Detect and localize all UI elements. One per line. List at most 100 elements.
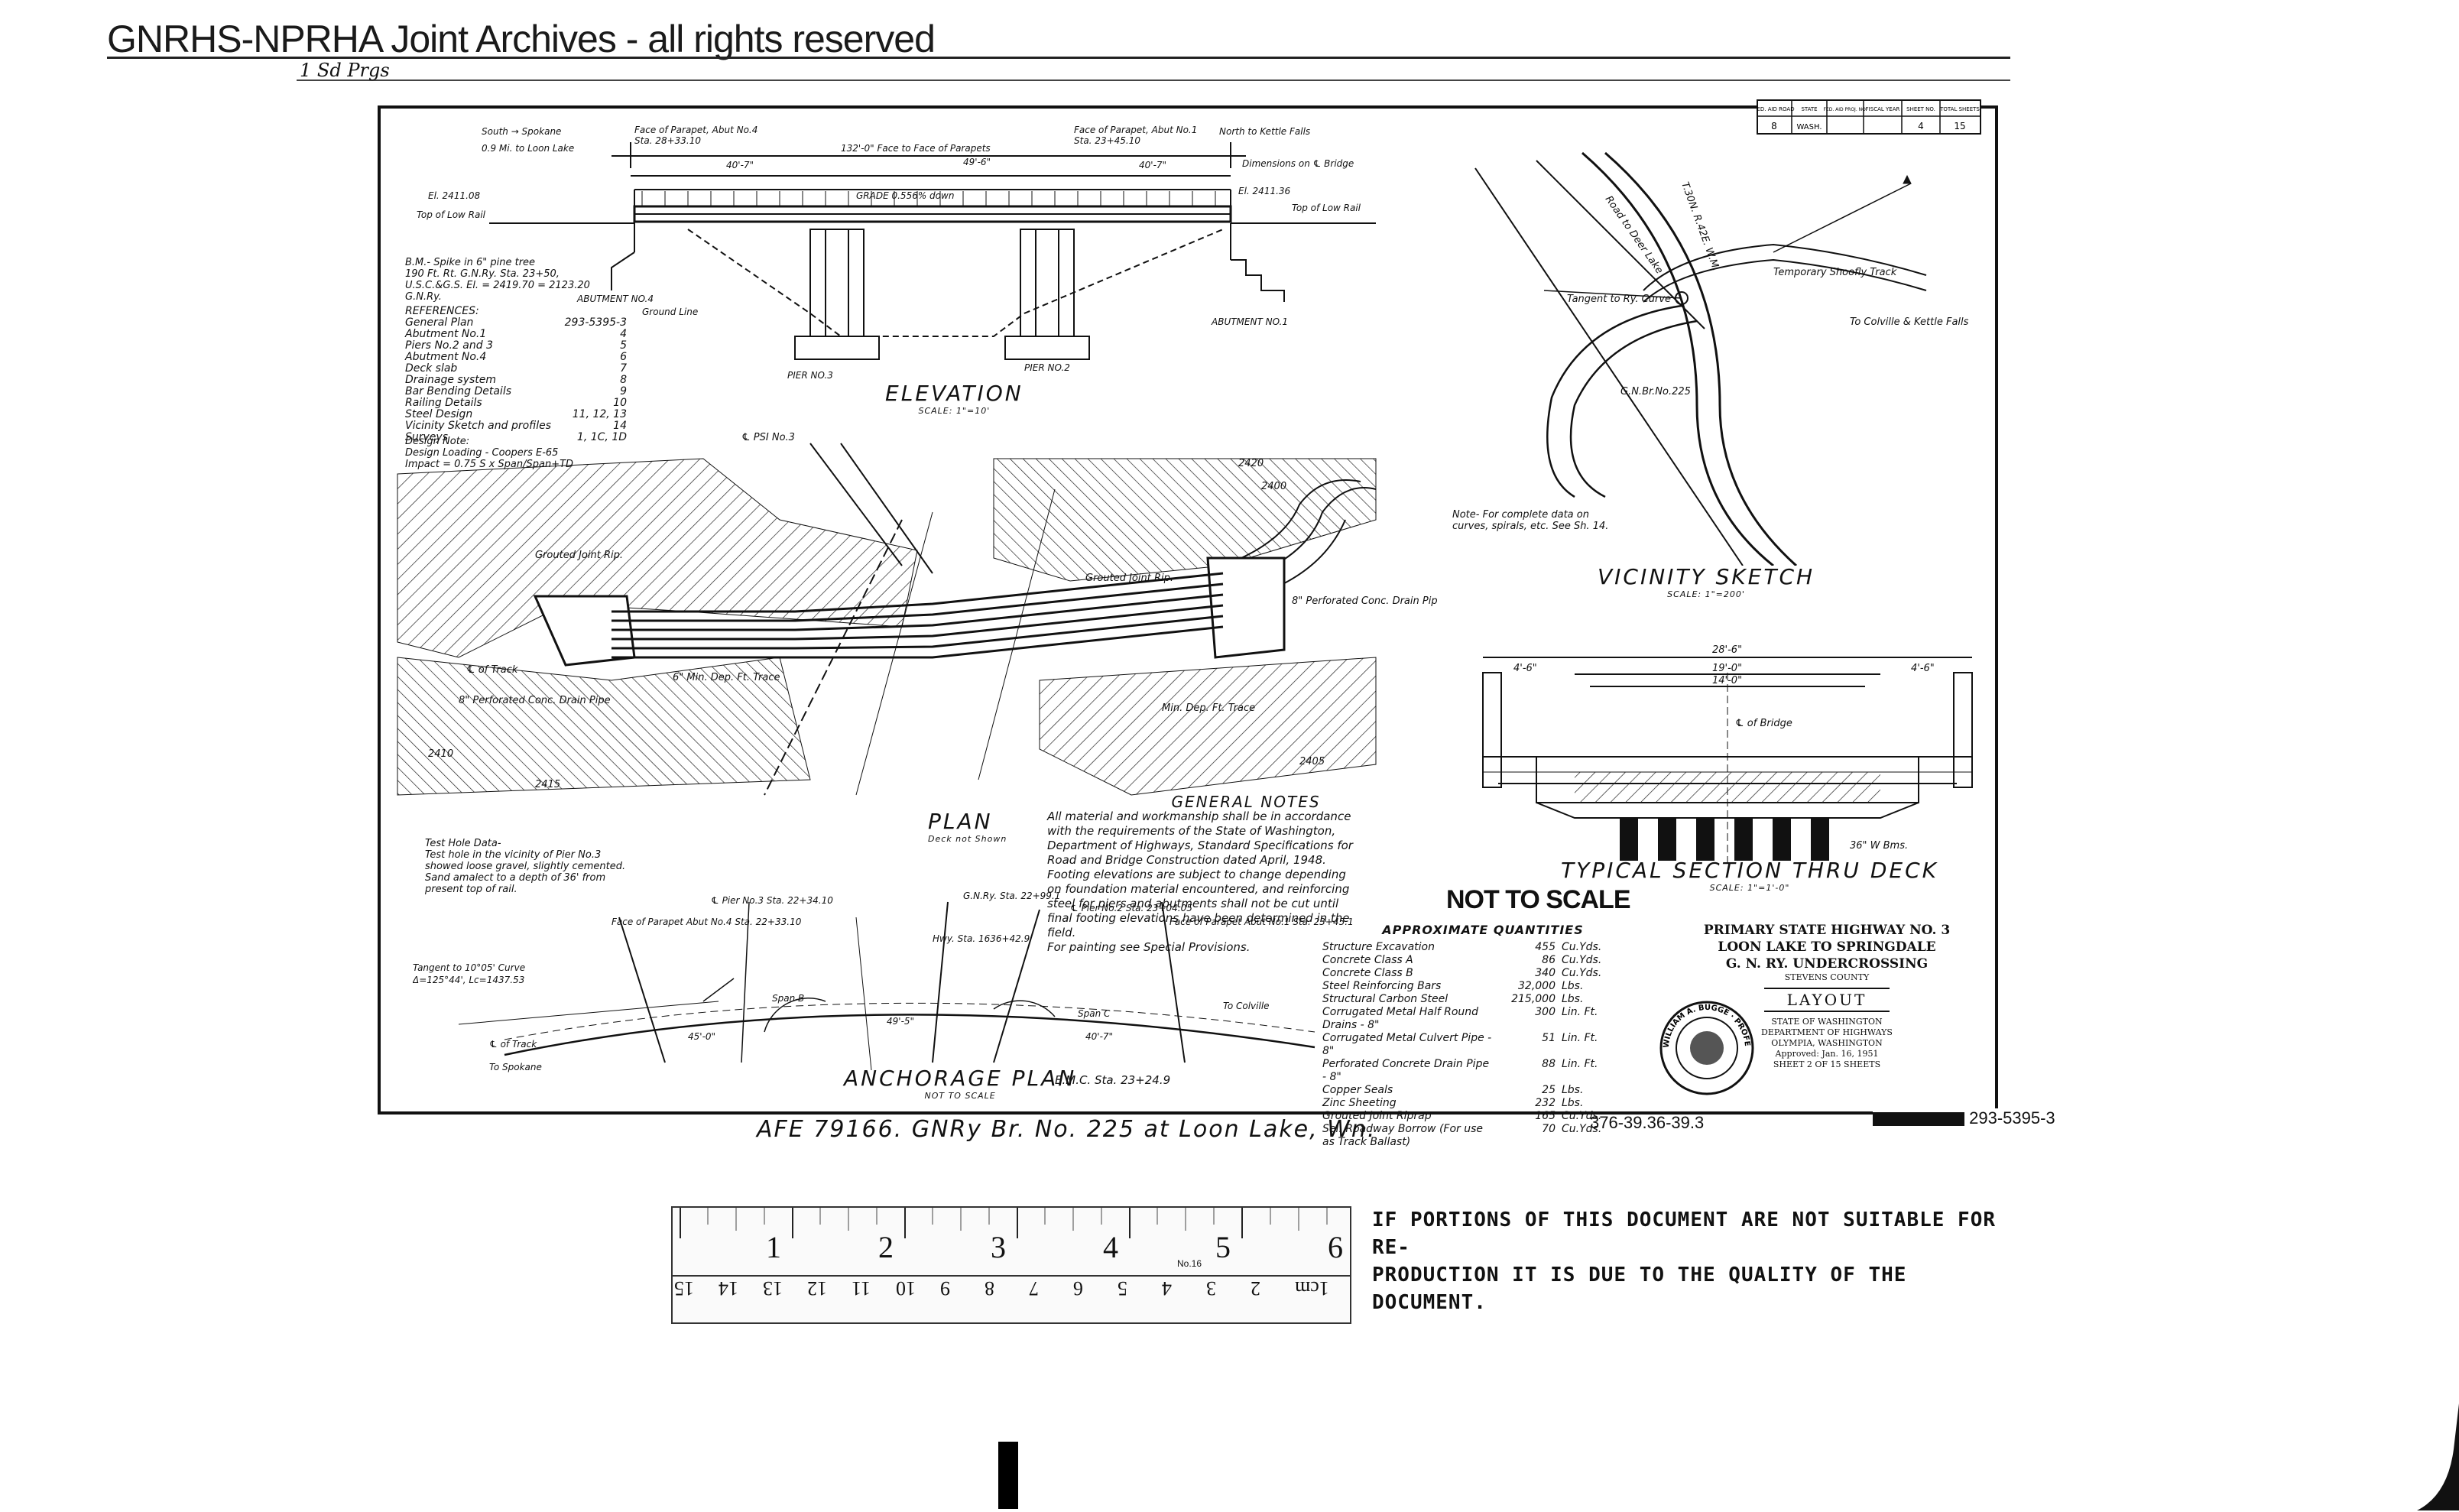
header-rule-secondary: [297, 79, 2010, 81]
section-cl: ℄ of Bridge: [1735, 718, 1792, 729]
handwritten-note: 1 Sd Prgs: [300, 60, 390, 81]
ruler-cm-scale: [673, 1275, 1350, 1324]
qty-item: Perforated Concrete Drain Pipe - 8": [1322, 1058, 1490, 1083]
references-title: REFERENCES:: [405, 305, 479, 317]
plan-drawing: Grouted Joint Rip. Grouted Joint Rip. ℄ …: [397, 432, 1437, 796]
vicinity-tangent: Tangent to Ry. Curve: [1567, 294, 1671, 305]
plan-drain-left: 8" Perforated Conc. Drain Pipe: [459, 695, 611, 706]
test-hole-line: Sand amalect to a depth of 36' from: [425, 872, 606, 884]
elev-abut4-label: ABUTMENT NO.4: [576, 294, 654, 304]
anchorage-title-text: ANCHORAGE PLAN: [844, 1066, 1077, 1091]
ruler-cm: 9: [940, 1277, 950, 1299]
fed-value-4: 4: [1918, 121, 1924, 131]
qty-item: Structure Excavation: [1322, 941, 1435, 953]
elev-pier3-label: PIER NO.3: [787, 370, 833, 381]
plan-grouted-left: Grouted Joint Rip.: [535, 550, 623, 561]
qty-unit: Lbs.: [1562, 1097, 1584, 1109]
ruler-cm: 12: [807, 1277, 827, 1299]
ruler-cm: 11: [852, 1277, 871, 1299]
fed-aid-table: FED. AID ROAD STATE FED. AID PROJ. NO. F…: [1757, 99, 1981, 135]
elev-dims-note: Dimensions on ℄ Bridge: [1242, 158, 1354, 169]
ruler-cm: 10: [896, 1277, 916, 1299]
ruler-inch: 6: [1328, 1230, 1343, 1264]
qty-unit: Cu.Yds.: [1562, 954, 1602, 966]
plan-contour-label: 2410: [428, 748, 453, 760]
ref-sheet: 7: [620, 362, 627, 375]
qty-unit: Cu.Yds.: [1562, 967, 1602, 979]
vicinity-note: Note- For complete data on curves, spira…: [1452, 509, 1609, 532]
qty-unit: Cu.Yds.: [1562, 941, 1602, 953]
sheet-number-text: 293-5395-3: [1969, 1108, 2055, 1128]
anch-span-b: Span B: [772, 993, 804, 1004]
ref-sheet: 8: [620, 374, 627, 386]
plan-psi-label: ℄ PSI No.3: [741, 432, 795, 443]
plan-contour-label: 2420: [1238, 458, 1264, 469]
title-city: OLYMPIA, WASHINGTON: [1771, 1038, 1883, 1048]
references-list: REFERENCES: General Plan 293-5395-3 Abutm…: [405, 306, 627, 443]
anch-hwy-sta: Hwy. Sta. 1636+42.9: [933, 933, 1030, 944]
ref-sheet: 9: [620, 385, 627, 397]
bm-line: U.S.C.&G.S. El. = 2419.70 = 2123.20: [405, 280, 590, 291]
ref-sheet: 293-5395-3: [564, 316, 627, 329]
anch-spokane: To Spokane: [489, 1062, 542, 1072]
section-left: 4'-6": [1513, 663, 1537, 674]
qty-item: Zinc Sheeting: [1322, 1097, 1397, 1109]
ref-sheet: 10: [613, 397, 627, 409]
quantity-row: Sel. Roadway Borrow (For use as Track Ba…: [1322, 1123, 1643, 1149]
ref-name: Railing Details: [405, 397, 482, 409]
qty-item: Copper Seals: [1322, 1084, 1393, 1096]
plan-title: PLAN Deck not Shown: [928, 809, 1007, 844]
test-hole-line: showed loose gravel, slightly cemented.: [425, 861, 626, 872]
title-dept: DEPARTMENT OF HIGHWAYS: [1761, 1027, 1893, 1037]
title-county: STEVENS COUNTY: [1784, 972, 1870, 982]
qty-value: 86: [1542, 954, 1556, 966]
ruler-cm: 7: [1029, 1277, 1039, 1299]
section-beams: 36" W Bms.: [1850, 840, 1908, 852]
reference-row: Railing Details 10: [405, 397, 627, 409]
note-line: For painting see Special Provisions.: [1047, 940, 1251, 954]
ruler-inch: 2: [878, 1230, 894, 1264]
title-approved: Approved: Jan. 16, 1951: [1775, 1049, 1879, 1059]
note-line: Department of Highways, Standard Specifi…: [1047, 839, 1353, 852]
ref-name: Steel Design: [405, 408, 473, 420]
elev-abut4-face: Face of Parapet, Abut No.4: [634, 125, 757, 135]
qty-value: 32,000: [1518, 980, 1556, 992]
qty-value: 232: [1535, 1097, 1556, 1109]
ruler-cm: 4: [1162, 1277, 1172, 1299]
elev-south-dist: 0.9 Mi. to Loon Lake: [482, 143, 574, 154]
title-sheet: SHEET 2 OF 15 SHEETS: [1773, 1059, 1881, 1069]
vicinity-sketch: T.30N. R.42E. W.M. Tangent to Ry. Curve …: [1474, 151, 1969, 566]
plan-contour-label: 2415: [535, 779, 560, 790]
disclaimer-line-1: IF PORTIONS OF THIS DOCUMENT ARE NOT SUI…: [1372, 1209, 1997, 1259]
ref-name: General Plan: [405, 316, 474, 329]
elev-abut4-sta: Sta. 28+33.10: [634, 135, 701, 146]
elev-top-rail-right: Top of Low Rail: [1292, 203, 1361, 213]
general-notes-title: GENERAL NOTES: [1171, 793, 1321, 811]
elev-top-rail-left: Top of Low Rail: [417, 209, 486, 220]
ruler-cm: 14: [719, 1277, 738, 1299]
engineer-seal: WILLIAM A. BUGGE · PROFESSIONAL ENGINEER: [1657, 998, 1754, 1095]
drawing-number: 376-39.36-39.3: [1590, 1113, 1705, 1132]
qty-item: Sel. Roadway Borrow (For use as Track Ba…: [1322, 1123, 1484, 1148]
fed-header-5: TOTAL SHEETS: [1939, 106, 1980, 112]
ruler-cm: 1cm: [1295, 1277, 1329, 1299]
archive-title: GNRHS-NPRHA Joint Archives - all rights …: [107, 18, 936, 60]
qty-unit: Lin. Ft.: [1562, 1006, 1598, 1018]
fed-value-5: 15: [1954, 121, 1965, 131]
redaction-bar: [1873, 1112, 1964, 1127]
ref-sheet: 4: [620, 328, 627, 340]
elev-dim-2: 49'-6": [963, 157, 991, 167]
scale-ruler: 1 2 3 4 5 6 15 14 13 12 11 10 9 8 7 6 5 …: [671, 1206, 1351, 1324]
note-line: on foundation material encountered, and …: [1047, 882, 1350, 896]
ref-name: Drainage system: [405, 374, 497, 386]
test-hole-note: Test Hole Data- Test hole in the vicinit…: [425, 838, 647, 895]
